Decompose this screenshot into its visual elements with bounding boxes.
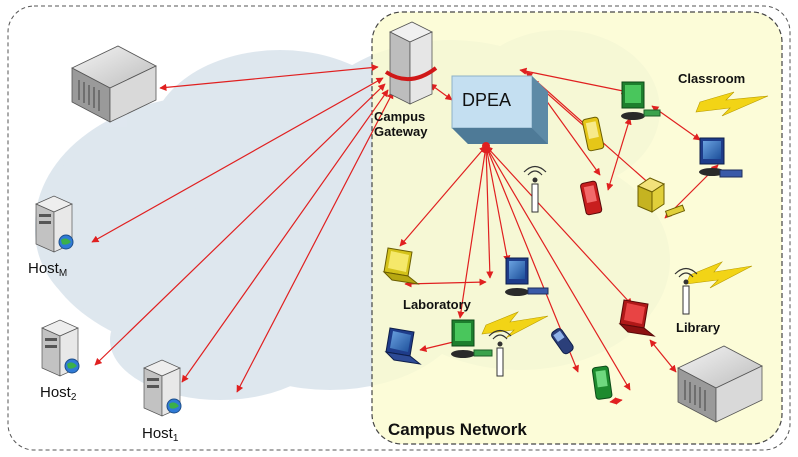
host-1-subscript: 1 [172, 433, 179, 444]
device-cube-icon [636, 177, 686, 218]
host-server-icon [35, 195, 74, 253]
laptop-icon [382, 247, 420, 285]
desktop-icon [699, 137, 743, 178]
laptop-icon [384, 327, 422, 365]
host-2-text: Host [40, 384, 71, 401]
server-icon [677, 345, 763, 423]
campus-network-label: Campus Network [388, 420, 527, 439]
host-2-label: Host2 [40, 384, 76, 403]
host-1-label: Host1 [142, 425, 178, 444]
host-m-subscript: M [58, 268, 68, 279]
pda-icon [580, 180, 603, 216]
campus-gateway-line1: Campus [374, 109, 426, 124]
lightning-icon [695, 91, 769, 117]
pda-icon [551, 328, 574, 355]
lightning-icon [685, 261, 753, 289]
laptop-icon [618, 299, 656, 337]
campus-gateway-label: Campus Gateway [374, 109, 427, 139]
server-icon [71, 45, 157, 123]
dpea-box [451, 75, 548, 144]
access-point-icon [674, 267, 698, 315]
host-server-icon [41, 319, 80, 377]
gateway-server-icon [384, 21, 438, 105]
campus-gateway-line2: Gateway [374, 124, 428, 139]
access-point-icon [488, 329, 512, 377]
desktop-icon [451, 319, 493, 358]
pda-icon [582, 116, 605, 152]
hub-point [482, 142, 490, 150]
host-2-subscript: 2 [70, 392, 77, 403]
host-server-icon [143, 359, 182, 417]
dpea-label: DPEA [462, 90, 512, 110]
desktop-icon [505, 257, 549, 296]
host-m-text: Host [28, 260, 59, 277]
access-point-icon [523, 165, 547, 213]
pda-icon [591, 365, 613, 400]
laboratory-label: Laboratory [403, 297, 471, 312]
host-m-label: HostM [28, 260, 67, 279]
host-1-text: Host [142, 425, 173, 442]
desktop-icon [621, 81, 661, 120]
lightning-icon [481, 311, 549, 339]
library-label: Library [676, 320, 721, 335]
classroom-label: Classroom [678, 71, 746, 86]
